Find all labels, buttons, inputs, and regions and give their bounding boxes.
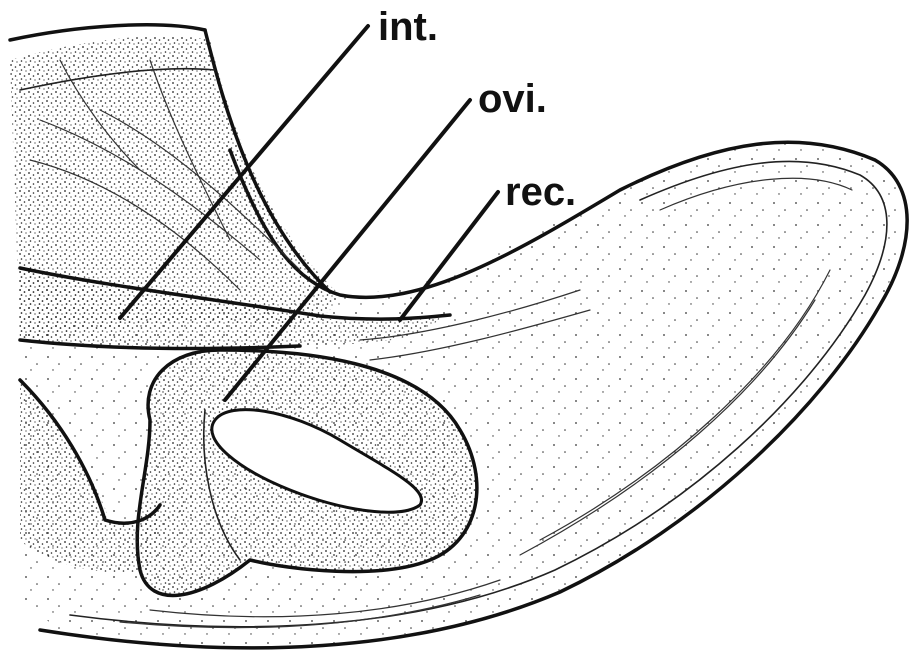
label-ovi: ovi. (478, 77, 547, 121)
label-int: int. (378, 5, 438, 49)
label-rec: rec. (505, 170, 576, 214)
